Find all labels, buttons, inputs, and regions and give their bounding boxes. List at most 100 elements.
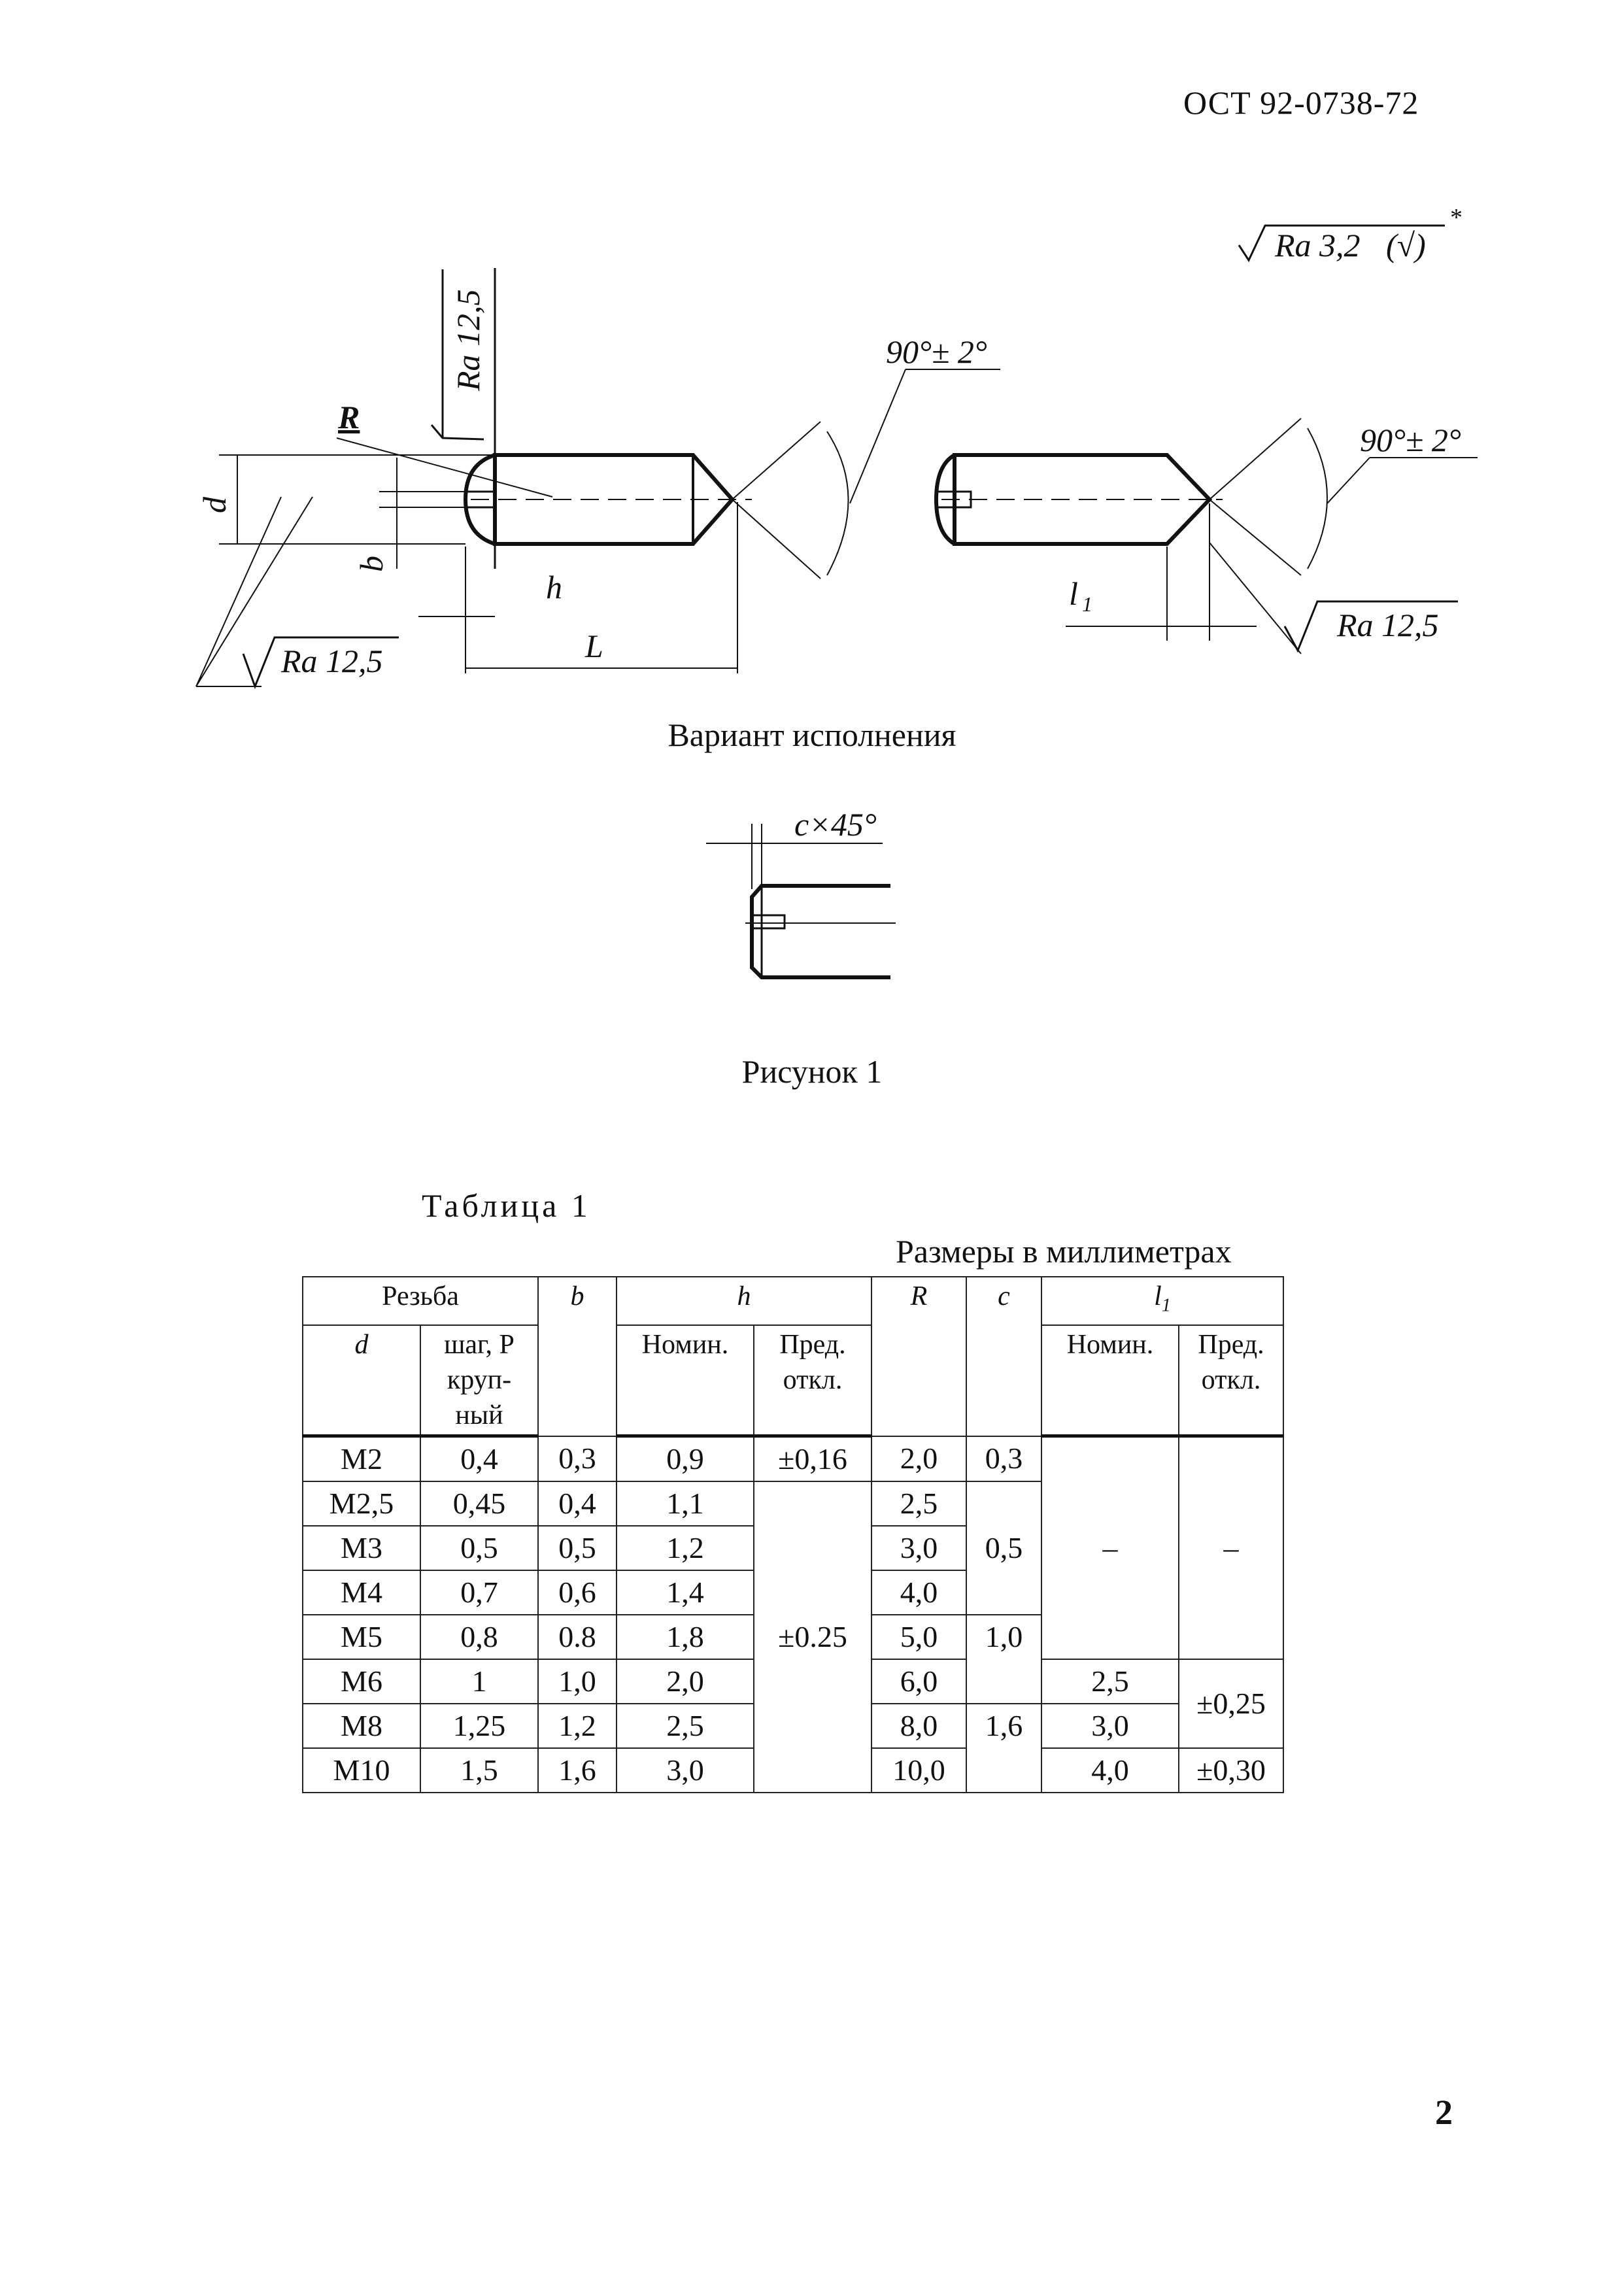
table-row: М4 0,7 0,6 1,4 4,0 xyxy=(302,1570,1283,1616)
screw-left-body xyxy=(493,453,736,546)
cell-b: 0,3 xyxy=(537,1435,617,1483)
cell-pitch: 0,8 xyxy=(420,1614,539,1661)
cell-l1-nom: – xyxy=(1041,1435,1179,1661)
cell-R: 2,5 xyxy=(871,1481,967,1527)
cell-R: 3,0 xyxy=(871,1525,967,1572)
cell-pitch: 0,4 xyxy=(420,1435,539,1483)
table-row: М3 0,5 0,5 1,2 3,0 xyxy=(302,1525,1283,1572)
table-row: М6 1 1,0 2,0 6,0 2,5 ±0,25 xyxy=(302,1659,1285,1749)
roughness-label-general: Ra 3,2 xyxy=(1274,227,1361,263)
cell-c: 1,0 xyxy=(966,1614,1042,1705)
cell-b: 0.8 xyxy=(537,1614,617,1661)
cell-d: М6 xyxy=(302,1659,421,1705)
cell-h: 1,4 xyxy=(616,1570,754,1616)
roughness-symbol-vertical xyxy=(430,424,484,441)
table-row: М8 1,25 1,2 2,5 8,0 1,6 3,0 xyxy=(302,1703,1283,1794)
dim-label-l1: l xyxy=(1069,575,1078,612)
header-d: d xyxy=(302,1324,421,1438)
units-note: Размеры в миллиметрах xyxy=(896,1233,1232,1270)
cell-d: М3 xyxy=(302,1525,421,1572)
table-title: Таблица 1 xyxy=(422,1187,591,1224)
technical-drawing: Ra 3,2 (√) * Ra 12,5 90°± 2° 90°± 2° R d… xyxy=(195,204,1478,979)
cell-d: М10 xyxy=(302,1747,421,1794)
svg-text:*: * xyxy=(1450,204,1463,231)
header-h-tol: Пред. откл. xyxy=(753,1324,872,1438)
cell-h: 1,8 xyxy=(616,1614,754,1661)
figure-caption: Рисунок 1 xyxy=(741,1053,883,1090)
cell-c: 0,3 xyxy=(966,1435,1042,1483)
header-l1-tol: Пред. откл. xyxy=(1177,1324,1285,1438)
variant-detail xyxy=(750,884,890,979)
cell-b: 0,4 xyxy=(537,1481,617,1527)
angle-label-left: 90°± 2° xyxy=(886,333,987,370)
table-row: М2,5 0,45 0,4 1,1 ±0.25 2,5 0,5 xyxy=(302,1481,1283,1794)
header-h-nom: Номин. xyxy=(616,1324,754,1438)
cell-h: 3,0 xyxy=(616,1747,754,1794)
cell-pitch: 0,45 xyxy=(420,1481,539,1527)
header-l1-nom: Номин. xyxy=(1041,1324,1179,1438)
cell-h-tol: ±0.25 xyxy=(753,1481,872,1794)
table-row: М5 0,8 0.8 1,8 5,0 1,0 xyxy=(302,1614,1283,1705)
cell-d: М2 xyxy=(302,1435,421,1483)
screw-right-body xyxy=(953,453,1213,546)
cell-d: М5 xyxy=(302,1614,421,1661)
cell-l1-tol: – xyxy=(1177,1435,1285,1661)
cell-R: 5,0 xyxy=(871,1614,967,1661)
cell-pitch: 1 xyxy=(420,1659,539,1705)
header-R: R xyxy=(871,1276,967,1437)
cell-l1-tol: ±0,30 xyxy=(1177,1747,1285,1794)
cell-d: М4 xyxy=(302,1570,421,1616)
cell-h: 2,0 xyxy=(616,1659,754,1705)
variant-title: Вариант исполнения xyxy=(668,717,956,753)
dim-label-b: b xyxy=(353,556,390,572)
cell-b: 0,5 xyxy=(537,1525,617,1572)
header-h: h xyxy=(616,1275,872,1326)
angle-label-right: 90°± 2° xyxy=(1360,422,1461,458)
cell-pitch: 1,25 xyxy=(420,1703,539,1749)
dim-label-L: L xyxy=(584,628,603,664)
cell-h: 0,9 xyxy=(616,1435,754,1483)
document-code: ОСТ 92-0738-72 xyxy=(1183,84,1419,121)
cell-R: 6,0 xyxy=(871,1659,967,1705)
cell-R: 10,0 xyxy=(871,1747,967,1794)
svg-text:(√): (√) xyxy=(1386,227,1426,263)
cell-pitch: 0,7 xyxy=(420,1570,539,1616)
cell-l1-nom: 2,5 xyxy=(1041,1659,1179,1705)
dim-label-d: d xyxy=(196,496,233,513)
dim-label-h: h xyxy=(546,569,562,605)
cell-c: 0,5 xyxy=(966,1481,1042,1616)
cell-b: 1,0 xyxy=(537,1659,617,1705)
roughness-label-lower-left: Ra 12,5 xyxy=(280,643,383,679)
dim-label-R: R xyxy=(337,399,360,435)
cell-h: 1,2 xyxy=(616,1525,754,1572)
table-row: М2 0,4 0,3 0,9 ±0,16 2,0 0,3 – – xyxy=(302,1435,1285,1661)
roughness-symbol-right xyxy=(1283,600,1458,653)
cell-b: 0,6 xyxy=(537,1570,617,1616)
header-l1: l1 xyxy=(1040,1275,1285,1326)
page-number: 2 xyxy=(1435,2093,1453,2132)
header-b: b xyxy=(537,1276,617,1437)
cell-h: 2,5 xyxy=(616,1703,754,1749)
cell-R: 8,0 xyxy=(871,1703,967,1749)
cell-l1-tol: ±0,25 xyxy=(1177,1659,1285,1749)
cell-R: 4,0 xyxy=(871,1570,967,1616)
roughness-label-right: Ra 12,5 xyxy=(1336,607,1439,643)
roughness-label-vertical: Ra 12,5 xyxy=(450,289,486,392)
header-c: c xyxy=(966,1276,1042,1437)
table-row: М10 1,5 1,6 3,0 10,0 4,0 ±0,30 xyxy=(302,1747,1285,1794)
cell-l1-nom: 3,0 xyxy=(1041,1703,1179,1749)
cell-h-tol: ±0,16 xyxy=(753,1435,872,1483)
cell-R: 2,0 xyxy=(871,1435,967,1483)
cell-pitch: 0,5 xyxy=(420,1525,539,1572)
cell-c: 1,6 xyxy=(966,1703,1042,1794)
cell-h: 1,1 xyxy=(616,1481,754,1527)
cell-d: М2,5 xyxy=(302,1481,421,1527)
cell-l1-nom: 4,0 xyxy=(1041,1747,1179,1794)
chamfer-label: c×45° xyxy=(794,806,877,843)
cell-d: М8 xyxy=(302,1703,421,1749)
cell-pitch: 1,5 xyxy=(420,1747,539,1794)
header-thread: Резьба xyxy=(302,1275,539,1326)
cell-b: 1,2 xyxy=(537,1703,617,1749)
